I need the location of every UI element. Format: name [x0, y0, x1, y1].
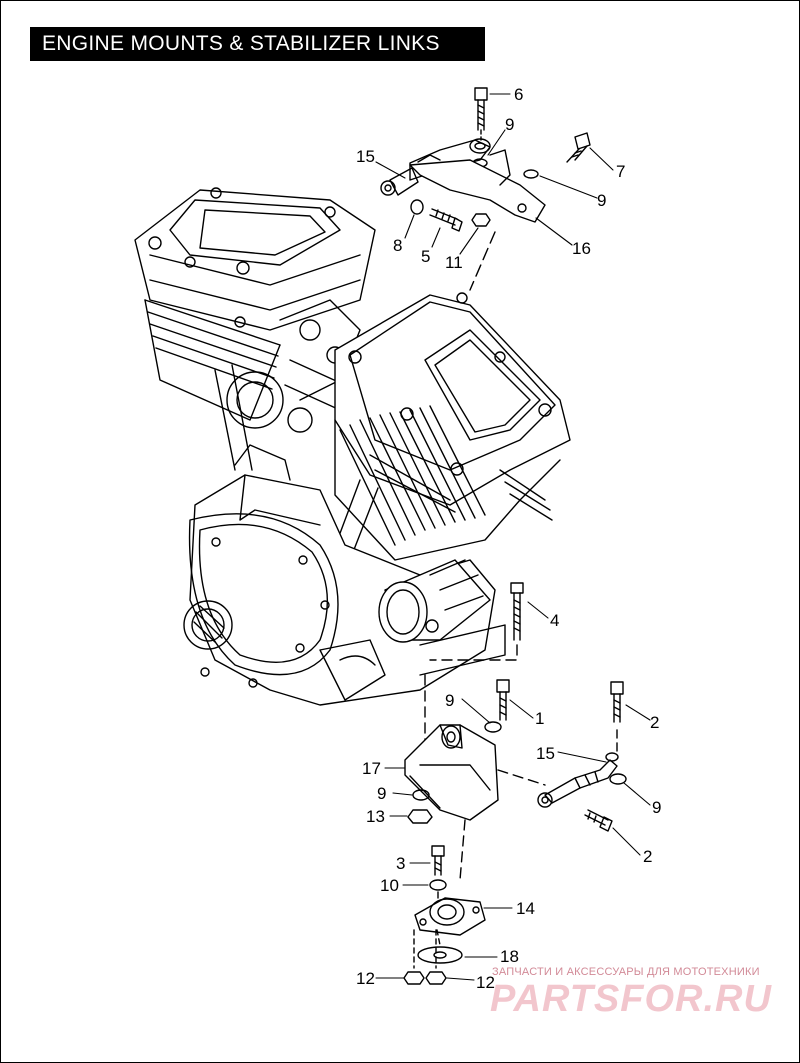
callout-17: 17	[362, 759, 381, 778]
callout-2: 2	[643, 847, 652, 866]
callout-14: 14	[516, 899, 535, 918]
callout-9: 9	[597, 191, 606, 210]
callout-8: 8	[393, 236, 402, 255]
callout-labels: 6 9 15 7 9 8 5 11 16 4 9 1 2 15 17 9 9 1…	[356, 85, 661, 992]
callout-9: 9	[652, 798, 661, 817]
callout-2: 2	[650, 713, 659, 732]
callout-7: 7	[616, 162, 625, 181]
callout-4: 4	[550, 611, 559, 630]
callout-15: 15	[536, 744, 555, 763]
engine-illustration	[134, 187, 571, 706]
front-mount-assembly	[403, 582, 627, 985]
callout-10: 10	[380, 876, 399, 895]
callout-5: 5	[421, 247, 430, 266]
callout-12: 12	[356, 969, 375, 988]
callout-1: 1	[535, 709, 544, 728]
callout-12: 12	[476, 973, 495, 992]
callout-9: 9	[445, 691, 454, 710]
callout-18: 18	[500, 947, 519, 966]
callout-11: 11	[445, 253, 463, 272]
callout-9: 9	[377, 784, 386, 803]
diagram-title: ENGINE MOUNTS & STABILIZER LINKS	[30, 27, 485, 61]
callout-13: 13	[366, 807, 385, 826]
watermark-logo: PARTSFOR.RU	[490, 978, 772, 1020]
callout-15: 15	[356, 147, 375, 166]
callout-3: 3	[396, 854, 405, 873]
callout-16: 16	[572, 239, 591, 258]
watermark-tagline: ЗАПЧАСТИ И АКСЕССУАРЫ ДЛЯ МОТОТЕХНИКИ	[492, 966, 760, 978]
upper-stabilizer-assembly	[380, 87, 591, 291]
callout-6: 6	[514, 85, 523, 104]
callout-9: 9	[505, 115, 514, 134]
leader-lines	[375, 93, 651, 981]
